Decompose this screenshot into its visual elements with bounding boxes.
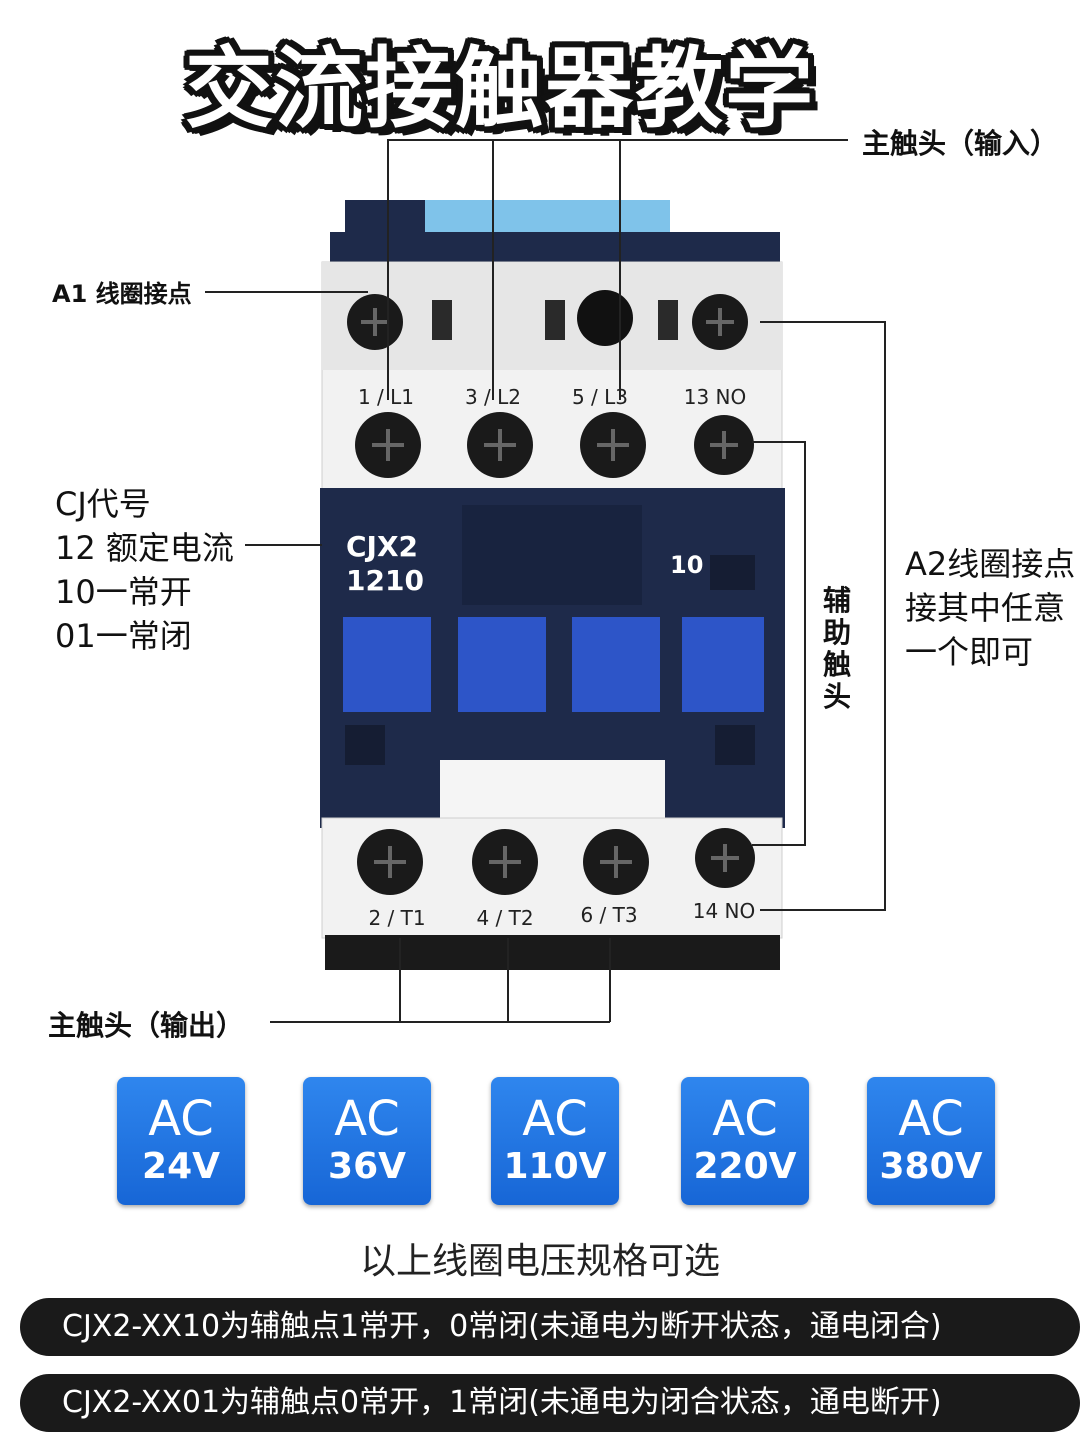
screw-l2 — [467, 412, 533, 478]
label-a1-coil: A1 线圈接点 — [52, 280, 192, 308]
voltage-tile-24v: AC 24V — [117, 1077, 245, 1205]
note-text: CJX2-XX10为辅触点1常开，0常闭(未通电为断开状态，通电闭合) — [62, 1309, 942, 1344]
cj-code-line: 01一常闭 — [55, 617, 192, 655]
coil-hole — [577, 290, 633, 346]
square-hole-left — [345, 725, 385, 765]
voltage-tile-380v: AC 380V — [867, 1077, 995, 1205]
leader-lines — [205, 139, 886, 1023]
cj-code-line: 12 额定电流 — [55, 529, 234, 567]
label-a2-coil: A2线圈接点 接其中任意 一个即可 — [905, 542, 1075, 674]
rating-text: 1210 — [346, 564, 424, 597]
screw-a1 — [347, 294, 403, 350]
terminal-label-top: 5 / L3 — [572, 385, 628, 409]
cj-code-line: CJ代号 — [55, 485, 151, 523]
label-cj-code: CJ代号 12 额定电流 10一常开 01一常闭 — [55, 482, 234, 658]
label-main-output: 主触头（输出） — [48, 1009, 245, 1042]
screw-14no — [695, 828, 755, 888]
screw-t2 — [472, 829, 538, 895]
page-title: 交流接触器教学 — [184, 37, 815, 140]
base-rail — [325, 935, 780, 970]
leader-main-input — [387, 139, 848, 400]
terminal-label-bottom: 14 NO — [693, 899, 756, 923]
terminal-label-bottom: 6 / T3 — [580, 903, 637, 927]
terminal-label-top: 1 / L1 — [358, 385, 414, 409]
label-aux-contact: 辅 助 触 头 — [822, 584, 851, 713]
a2-coil-line: 接其中任意 — [905, 589, 1066, 627]
voltage-caption: 以上线圈电压规格可选 — [359, 1241, 720, 1282]
screw-a2 — [692, 294, 748, 350]
center-window — [440, 760, 665, 822]
voltage-tile-36v: AC 36V — [303, 1077, 431, 1205]
voltage-tile-220v: AC 220V — [681, 1077, 809, 1205]
leader-aux — [752, 441, 806, 846]
leader-a2 — [760, 321, 886, 911]
square-hole-right — [715, 725, 755, 765]
cj-code-line: 10一常开 — [55, 573, 192, 611]
terminal-label-bottom: 4 / T2 — [476, 906, 533, 930]
note-bar-xx10: CJX2-XX10为辅触点1常开，0常闭(未通电为断开状态，通电闭合) — [20, 1298, 1080, 1356]
terminal-label-top: 13 NO — [684, 385, 747, 409]
square-hole-top — [710, 555, 755, 590]
terminal-label-bottom: 2 / T1 — [368, 906, 425, 930]
model-text: CJX2 — [346, 530, 418, 563]
screw-l3 — [580, 412, 646, 478]
center-slot — [462, 505, 642, 605]
contactor-diagram: 1 / L1 3 / L2 5 / L3 13 NO 2 / T1 4 / T2… — [205, 139, 886, 1023]
a2-coil-line: 一个即可 — [905, 633, 1034, 671]
blue-button-1 — [343, 617, 431, 712]
blue-button-4 — [682, 617, 764, 712]
a2-coil-line: A2线圈接点 — [905, 545, 1076, 583]
voltage-tile-110v: AC 110V — [491, 1077, 619, 1205]
label-main-input: 主触头（输入） — [862, 127, 1059, 160]
blue-button-3 — [572, 617, 660, 712]
screw-t3 — [583, 829, 649, 895]
screw-13no — [694, 415, 754, 475]
note-text: CJX2-XX01为辅触点0常开，1常闭(未通电为闭合状态，通电断开) — [62, 1385, 942, 1420]
blue-button-2 — [458, 617, 546, 712]
aux-code-text: 10 — [670, 551, 703, 579]
note-bar-xx01: CJX2-XX01为辅触点0常开，1常闭(未通电为闭合状态，通电断开) — [20, 1374, 1080, 1432]
screw-l1 — [355, 412, 421, 478]
screw-t1 — [357, 829, 423, 895]
